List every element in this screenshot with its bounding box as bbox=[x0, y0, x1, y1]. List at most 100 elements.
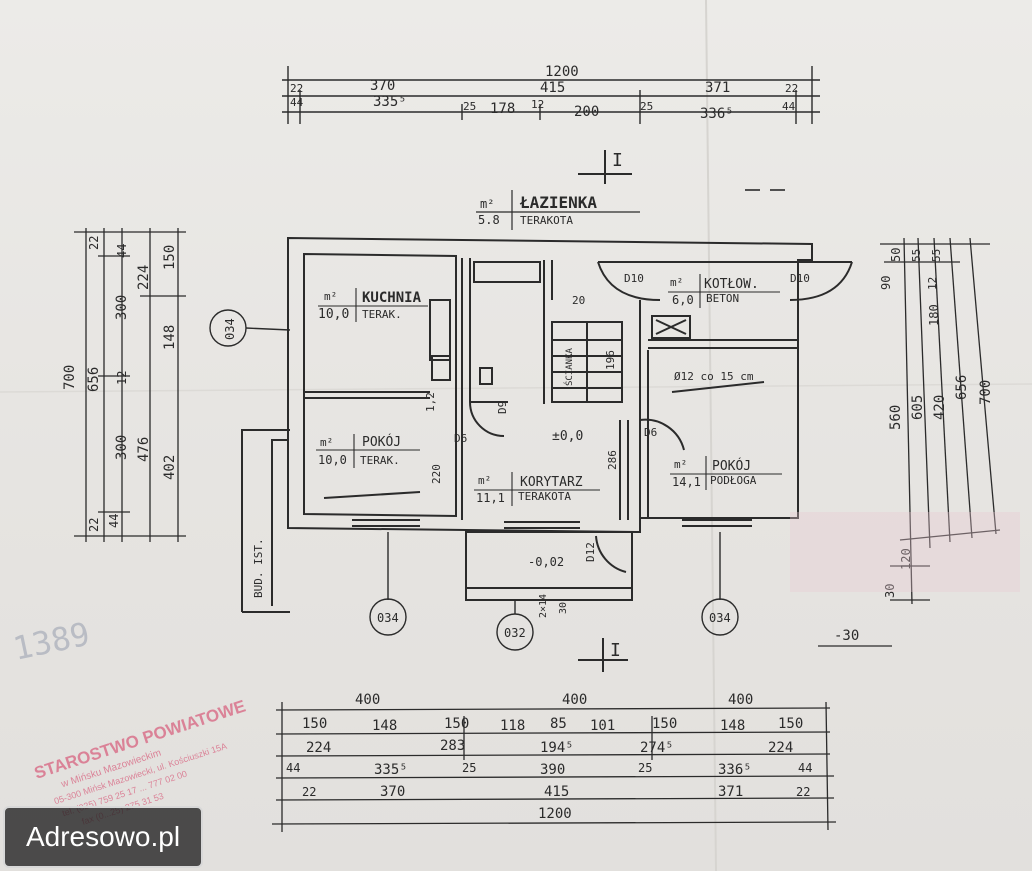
dim-left-c5-2: 402 bbox=[162, 455, 178, 480]
dim-bottom-r1-1: 400 bbox=[562, 692, 587, 708]
note-r3: 286 bbox=[606, 450, 619, 470]
plan-annotations: ±0,0 -0,02 -30 D10 D10 D9 D6 D6 D12 ŚCIA… bbox=[252, 272, 892, 647]
dim-right-bottom-0: 30 bbox=[883, 584, 897, 598]
room-kotlownia-name: KOTŁOW. bbox=[704, 277, 759, 292]
room-korytarz-name: KORYTARZ bbox=[520, 475, 583, 490]
room-korytarz-area: 11,1 bbox=[476, 491, 505, 505]
dim-left-total: 700 bbox=[62, 365, 78, 390]
dim-right-c2-0: 50 bbox=[889, 248, 903, 262]
dim-right-c3-1: 12 bbox=[926, 277, 939, 290]
dim-left-c4-1: 224 bbox=[136, 265, 152, 290]
dim-right-c1-1: 560 bbox=[888, 405, 904, 430]
dim-top-r2-2: 415 bbox=[540, 80, 565, 96]
right-dimension-text: 90 560 50 605 55 12 180 420 55 656 700 3… bbox=[879, 248, 994, 598]
note-step1: 2×14 bbox=[538, 594, 549, 618]
section-label-top: I bbox=[612, 150, 623, 171]
dim-bottom-r5-1: 370 bbox=[380, 784, 405, 800]
note-beam: Ø12 co 15 cm bbox=[674, 370, 754, 383]
dim-right-c4-0: 55 bbox=[930, 249, 943, 262]
room-lazienka-unit: m² bbox=[480, 197, 494, 211]
dim-bottom-r2-7: 148 bbox=[720, 718, 745, 734]
door-mark-d10-right: D10 bbox=[790, 272, 810, 285]
paper-fold-line bbox=[705, 0, 717, 871]
dim-top-r2-3: 371 bbox=[705, 80, 730, 96]
paper-fold-line bbox=[0, 383, 1032, 393]
floor-plan-walls bbox=[241, 236, 853, 613]
dim-top-total: 1200 bbox=[545, 64, 579, 80]
dim-bottom-r3-0: 224 bbox=[306, 740, 331, 756]
room-pokoj-right-area: 14,1 bbox=[672, 475, 701, 489]
handwritten-number: 1389 bbox=[10, 615, 93, 668]
room-pokoj-left-area: 10,0 bbox=[318, 453, 347, 467]
door-mark-d10-left: D10 bbox=[624, 272, 644, 285]
room-korytarz-floor: TERAKOTA bbox=[518, 490, 571, 503]
dim-left-c3-3: 300 bbox=[114, 435, 130, 460]
dim-bottom-r4-6: 44 bbox=[798, 761, 812, 775]
dim-left-c3-2: 12 bbox=[115, 371, 129, 385]
room-lazienka-floor: TERAKOTA bbox=[520, 214, 573, 227]
circle-label-bottom-left: 034 bbox=[377, 611, 399, 625]
watermark-text: Adresowo.pl bbox=[25, 821, 181, 852]
room-pokoj-left-unit: m² bbox=[320, 436, 333, 449]
dim-left-c4-2: 476 bbox=[136, 437, 152, 462]
room-kotlownia: m² KOTŁOW. 6,0 BETON bbox=[668, 274, 780, 308]
dim-bottom-r2-3: 118 bbox=[500, 718, 525, 734]
top-dimension-text: 1200 22 370 415 371 22 44 335⁵ 25 178 12… bbox=[290, 64, 798, 122]
note-step2: 30 bbox=[558, 602, 569, 614]
dim-bottom-r2-0: 150 bbox=[302, 716, 327, 732]
dim-right-c3-3: 420 bbox=[932, 395, 948, 420]
dim-left-c3-0: 22 bbox=[87, 236, 101, 250]
dim-bottom-r3-2: 194⁵ bbox=[540, 740, 574, 756]
section-mark-top: I bbox=[578, 150, 632, 184]
door-mark-d9: D9 bbox=[496, 401, 509, 414]
door-mark-d6b: D6 bbox=[454, 432, 467, 445]
section-circles bbox=[209, 309, 739, 651]
dim-bottom-r1-0: 400 bbox=[355, 692, 380, 708]
room-pokoj-right-floor: PODŁOGA bbox=[710, 474, 757, 487]
dim-bottom-r4-4: 25 bbox=[638, 761, 652, 775]
note-r5: 20 bbox=[572, 294, 585, 307]
dim-top-r3-8: 44 bbox=[782, 100, 796, 113]
note-existing-building: BUD. IST. bbox=[252, 538, 265, 598]
room-kuchnia-floor: TERAK. bbox=[362, 308, 402, 321]
faint-stamp-right bbox=[790, 512, 1020, 592]
dim-bottom-total: 1200 bbox=[538, 806, 572, 822]
dim-bottom-r3-3: 274⁵ bbox=[640, 740, 674, 756]
dim-left-c4-0: 44 bbox=[115, 244, 129, 258]
dim-top-r3-2: 25 bbox=[463, 100, 476, 113]
dim-right-c4-1: 656 bbox=[954, 375, 970, 400]
dim-left-bottom: 22 bbox=[87, 518, 101, 532]
dim-bottom-r2-5: 101 bbox=[590, 718, 615, 734]
bottom-dimension-lines bbox=[271, 701, 837, 832]
room-lazienka-name: ŁAZIENKA bbox=[519, 193, 597, 212]
level-mark-floor: ±0,0 bbox=[552, 429, 583, 444]
room-korytarz-unit: m² bbox=[478, 474, 491, 487]
dim-bottom-r2-8: 150 bbox=[778, 716, 803, 732]
dim-bottom-r3-4: 224 bbox=[768, 740, 793, 756]
dim-top-r3-3: 178 bbox=[490, 101, 515, 117]
section-mark-bottom: I bbox=[578, 638, 628, 672]
dim-left-c2: 656 bbox=[86, 367, 102, 392]
dim-bottom-r2-2: 150 bbox=[444, 716, 469, 732]
dim-bottom-r4-5: 336⁵ bbox=[718, 762, 752, 778]
dim-right-bottom-1: 120 bbox=[899, 548, 913, 570]
room-labels: m² ŁAZIENKA 5.8 TERAKOTA m² KUCHNIA 10,0… bbox=[316, 190, 782, 506]
top-dimension-lines bbox=[282, 66, 820, 124]
dim-bottom-r4-1: 335⁵ bbox=[374, 762, 408, 778]
room-kuchnia-area: 10,0 bbox=[318, 307, 349, 322]
room-kuchnia-unit: m² bbox=[324, 290, 337, 303]
room-korytarz: m² KORYTARZ 11,1 TERAKOTA bbox=[474, 472, 600, 506]
adresowo-watermark: Adresowo.pl bbox=[3, 806, 203, 868]
dim-bottom-r4-2: 25 bbox=[462, 761, 476, 775]
room-kuchnia: m² KUCHNIA 10,0 TERAK. bbox=[318, 288, 428, 322]
dim-top-r2-4: 22 bbox=[785, 82, 798, 95]
dim-top-r3-6: 25 bbox=[640, 100, 653, 113]
room-pokoj-left-floor: TERAK. bbox=[360, 454, 400, 467]
room-pokoj-right-name: POKÓJ bbox=[712, 458, 751, 474]
dim-left-c5-0: 150 bbox=[162, 245, 178, 270]
dim-right-c3-0: 55 bbox=[910, 249, 923, 262]
dim-bottom-r4-3: 390 bbox=[540, 762, 565, 778]
level-mark-entry: -0,02 bbox=[528, 555, 564, 569]
